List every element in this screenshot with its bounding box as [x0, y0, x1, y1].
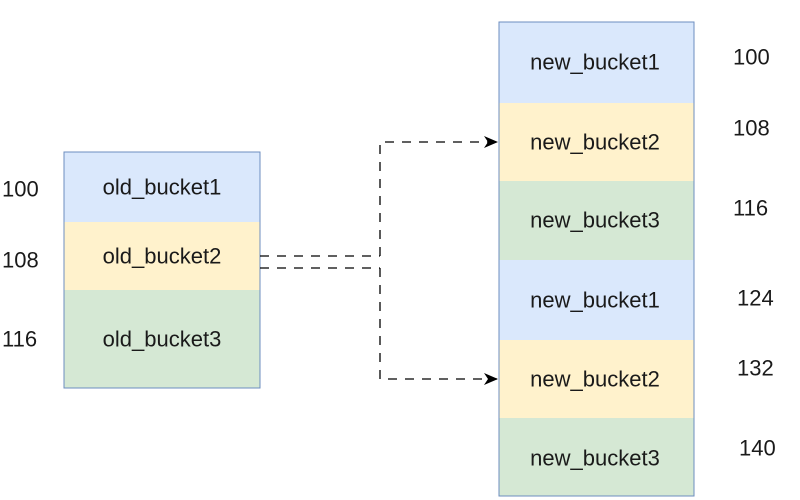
new-bucket-array: new_bucket1 new_bucket2 new_bucket3 new_…	[498, 21, 776, 497]
new-address-4: 124	[737, 286, 774, 311]
new-bucket-label-5: new_bucket2	[530, 367, 660, 392]
new-bucket-label-2: new_bucket2	[530, 130, 660, 155]
connector-to-new-bucket2-lower	[379, 268, 498, 385]
new-address-3: 116	[733, 196, 768, 221]
old-bucket-array: old_bucket1 old_bucket2 old_bucket3 100 …	[2, 151, 261, 389]
connector-to-new-bucket2-upper	[379, 136, 498, 256]
new-address-2: 108	[733, 116, 770, 141]
new-bucket-cell-4	[499, 260, 694, 340]
new-bucket-cell-3	[499, 181, 694, 260]
old-bucket-array-border	[63, 151, 261, 389]
new-address-5: 132	[737, 356, 774, 381]
new-bucket-label-4: new_bucket1	[530, 288, 660, 313]
old-address-1: 100	[2, 177, 39, 202]
old-bucket-cell-3	[64, 290, 260, 388]
new-address-1: 100	[733, 45, 770, 70]
old-bucket-cell-2	[64, 222, 260, 290]
new-bucket-array-border	[498, 21, 695, 497]
new-bucket-label-3: new_bucket3	[530, 208, 660, 233]
new-bucket-cell-5	[499, 340, 694, 418]
old-address-2: 108	[2, 248, 39, 273]
old-bucket-label-2: old_bucket2	[103, 244, 222, 269]
old-address-3: 116	[2, 327, 37, 352]
old-bucket-label-3: old_bucket3	[103, 327, 222, 352]
new-address-6: 140	[739, 436, 776, 461]
old-bucket-cell-1	[64, 152, 260, 222]
new-bucket-cell-1	[499, 22, 694, 103]
old-bucket-label-1: old_bucket1	[103, 175, 222, 200]
new-bucket-label-1: new_bucket1	[530, 50, 660, 75]
new-bucket-cell-6	[499, 418, 694, 496]
connectors	[260, 136, 498, 385]
new-bucket-cell-2	[499, 103, 694, 181]
new-bucket-label-6: new_bucket3	[530, 446, 660, 471]
